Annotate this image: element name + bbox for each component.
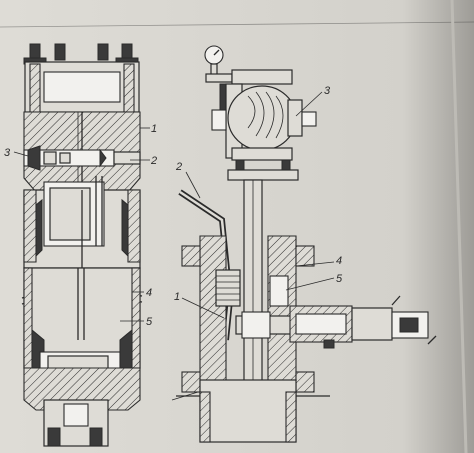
callout-right-3: 3 xyxy=(324,85,331,97)
horizontal-side-pipe xyxy=(235,295,437,349)
top-valve-body xyxy=(211,69,317,181)
left-cutaway-figure xyxy=(21,43,143,447)
callout-left-4: 4 xyxy=(146,287,152,299)
callout-left-1: 1 xyxy=(151,123,157,135)
callout-left-2: 2 xyxy=(150,155,157,167)
top-bolts xyxy=(23,43,139,65)
callout-right-2: 2 xyxy=(175,161,182,173)
left-callouts: 1 2 3 4 5 xyxy=(4,123,157,328)
side-valve-port xyxy=(23,145,141,171)
callout-left-5: 5 xyxy=(146,316,153,328)
pressure-gauge xyxy=(204,45,233,83)
callout-right-4: 4 xyxy=(336,255,342,267)
callout-left-3: 3 xyxy=(4,147,11,159)
wellhead-housing-left xyxy=(199,235,227,403)
callout-right-1: 1 xyxy=(174,291,180,303)
callout-right-5: 5 xyxy=(336,273,343,285)
right-assembly-figure xyxy=(171,45,437,443)
lower-casing xyxy=(199,379,297,443)
right-callouts: 3 2 4 5 1 xyxy=(174,85,343,319)
